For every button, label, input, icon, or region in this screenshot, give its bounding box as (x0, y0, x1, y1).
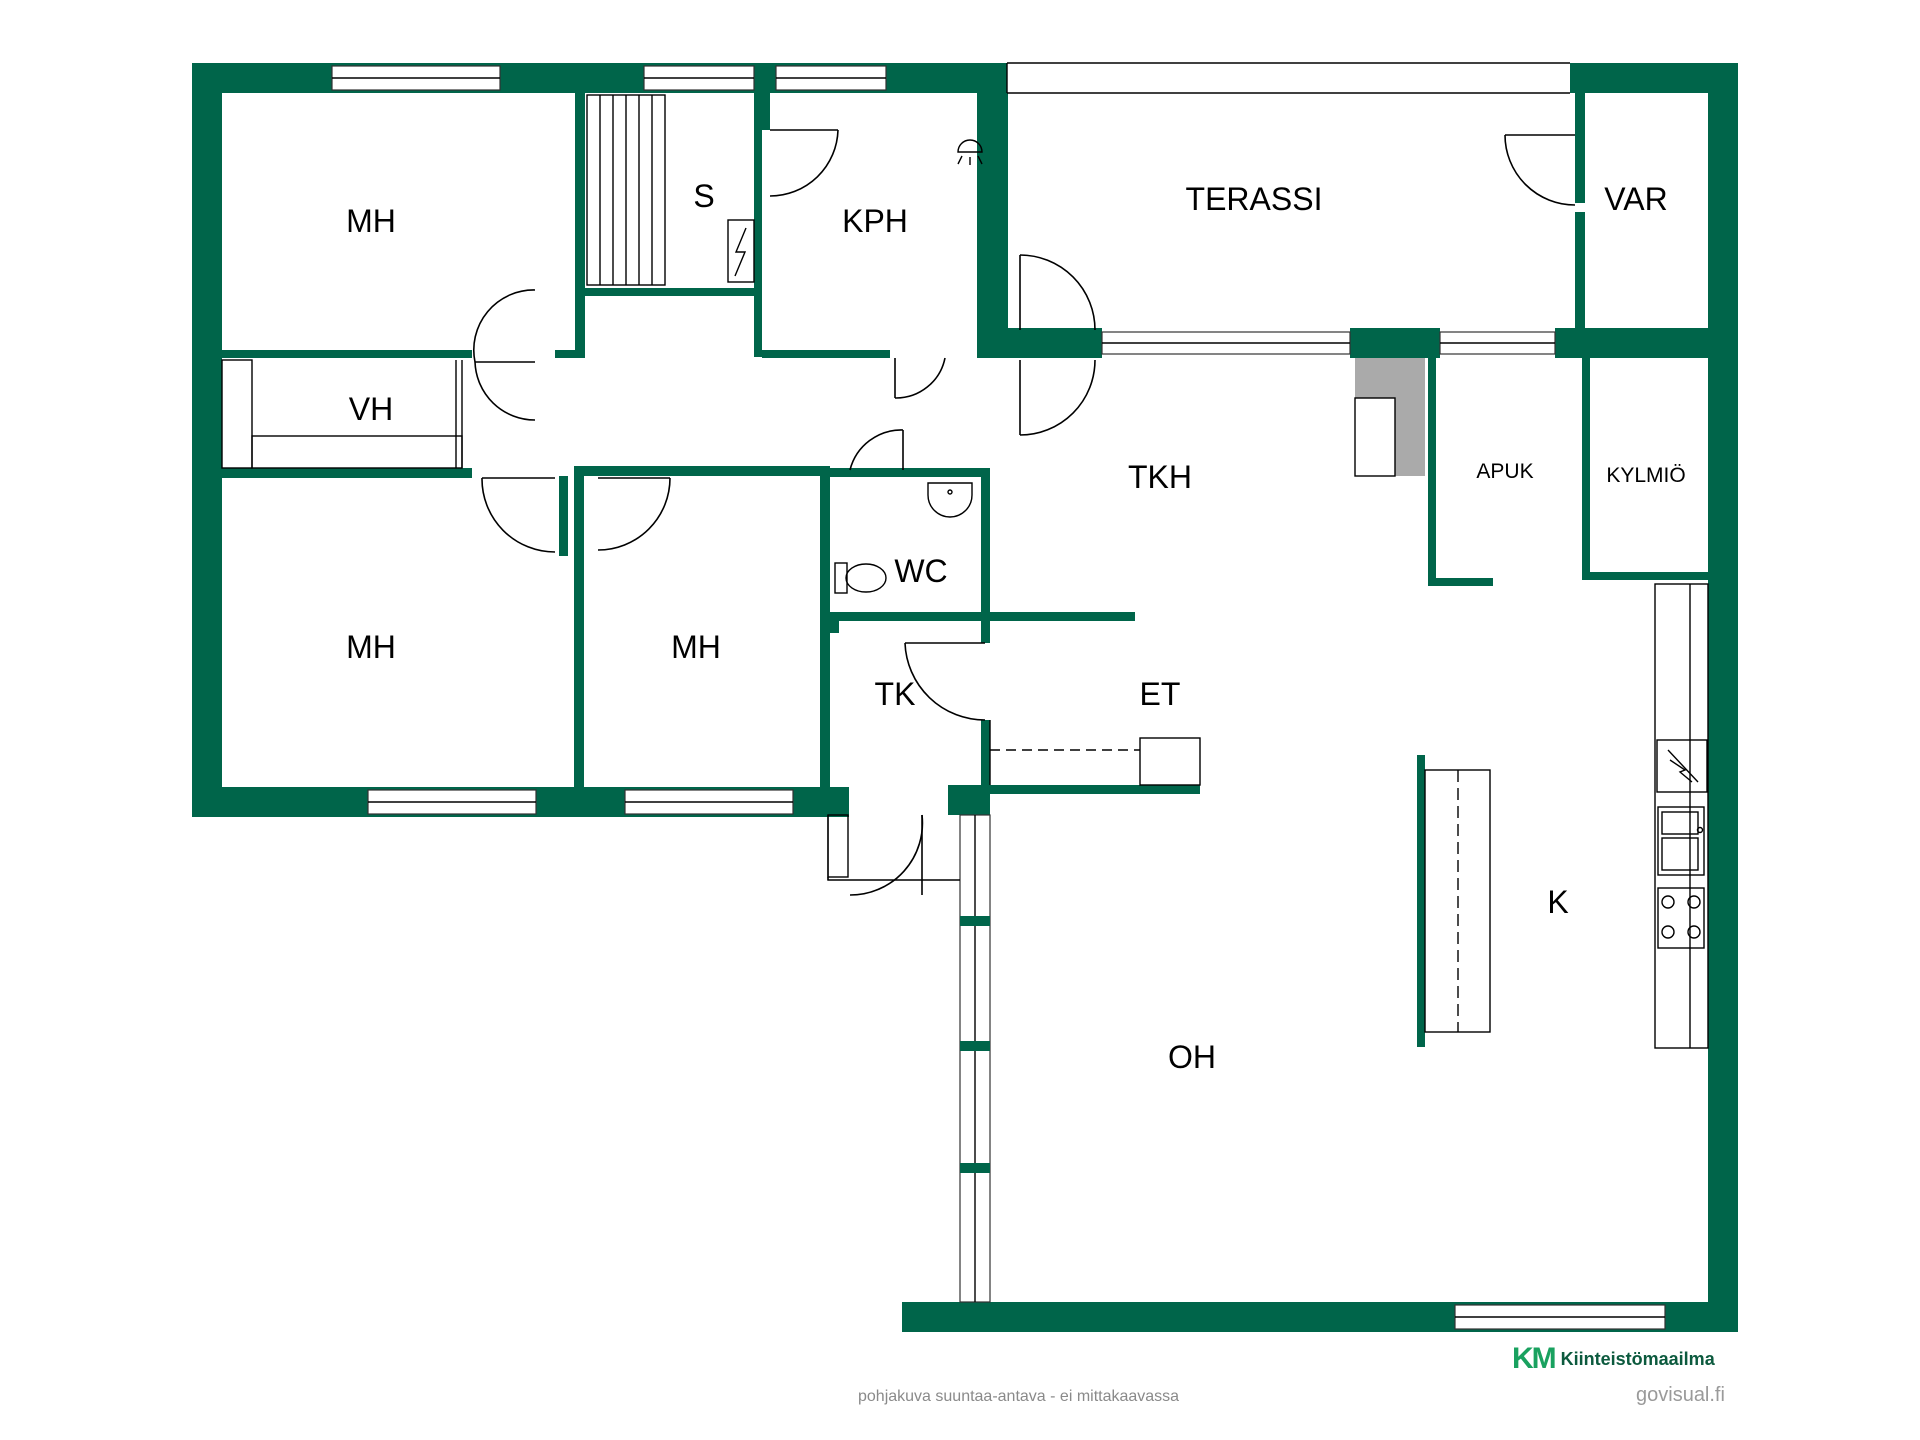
room-label-mh3: MH (671, 629, 721, 665)
room-label-s: S (693, 178, 714, 214)
room-label-oh: OH (1168, 1039, 1216, 1075)
fridge-icon (1656, 739, 1708, 793)
vh-wardrobe (221, 359, 463, 469)
room-label-mh1: MH (346, 203, 396, 239)
kitchen-sink-icon (1657, 806, 1705, 876)
windows (331, 65, 1666, 1330)
room-label-apuk: APUK (1476, 460, 1533, 483)
room-label-mh2: MH (346, 629, 396, 665)
room-label-var: VAR (1604, 181, 1667, 217)
room-label-k: K (1547, 884, 1568, 920)
room-label-terassi: TERASSI (1186, 181, 1323, 217)
plan-disclaimer: pohjakuva suuntaa-antava - ei mittakaava… (858, 1388, 1180, 1405)
terrace-outline (1006, 62, 1570, 94)
fireplace (1354, 358, 1425, 477)
room-label-kylmio: KYLMIÖ (1606, 464, 1685, 487)
kiinteistomaailma-logo: KM Kiinteistömaailma (1512, 1342, 1715, 1376)
kitchen-island (1424, 769, 1491, 1033)
wc-fixtures (834, 482, 973, 594)
interior-walls (222, 93, 1738, 1047)
logo-name: Kiinteistömaailma (1560, 1348, 1715, 1369)
room-label-wc: WC (894, 553, 947, 589)
room-label-tkh: TKH (1128, 459, 1192, 495)
logo-mark: KM (1512, 1342, 1557, 1375)
room-label-et: ET (1140, 676, 1181, 712)
stove-icon (1657, 887, 1705, 949)
room-label-vh: VH (349, 391, 393, 427)
toilet-icon (834, 562, 887, 594)
sink-icon (927, 482, 973, 518)
room-label-tk: TK (875, 676, 916, 712)
kitchen-counter (1654, 583, 1709, 1049)
website-credit: govisual.fi (1636, 1384, 1725, 1406)
room-labels: MH S KPH TERASSI VAR VH TKH APUK KYLMIÖ … (346, 178, 1686, 1075)
room-label-kph: KPH (842, 203, 908, 239)
sauna-stove-icon (727, 219, 755, 283)
et-storage (989, 720, 1201, 786)
shower-icon (957, 139, 983, 165)
sauna-benches (586, 94, 666, 286)
